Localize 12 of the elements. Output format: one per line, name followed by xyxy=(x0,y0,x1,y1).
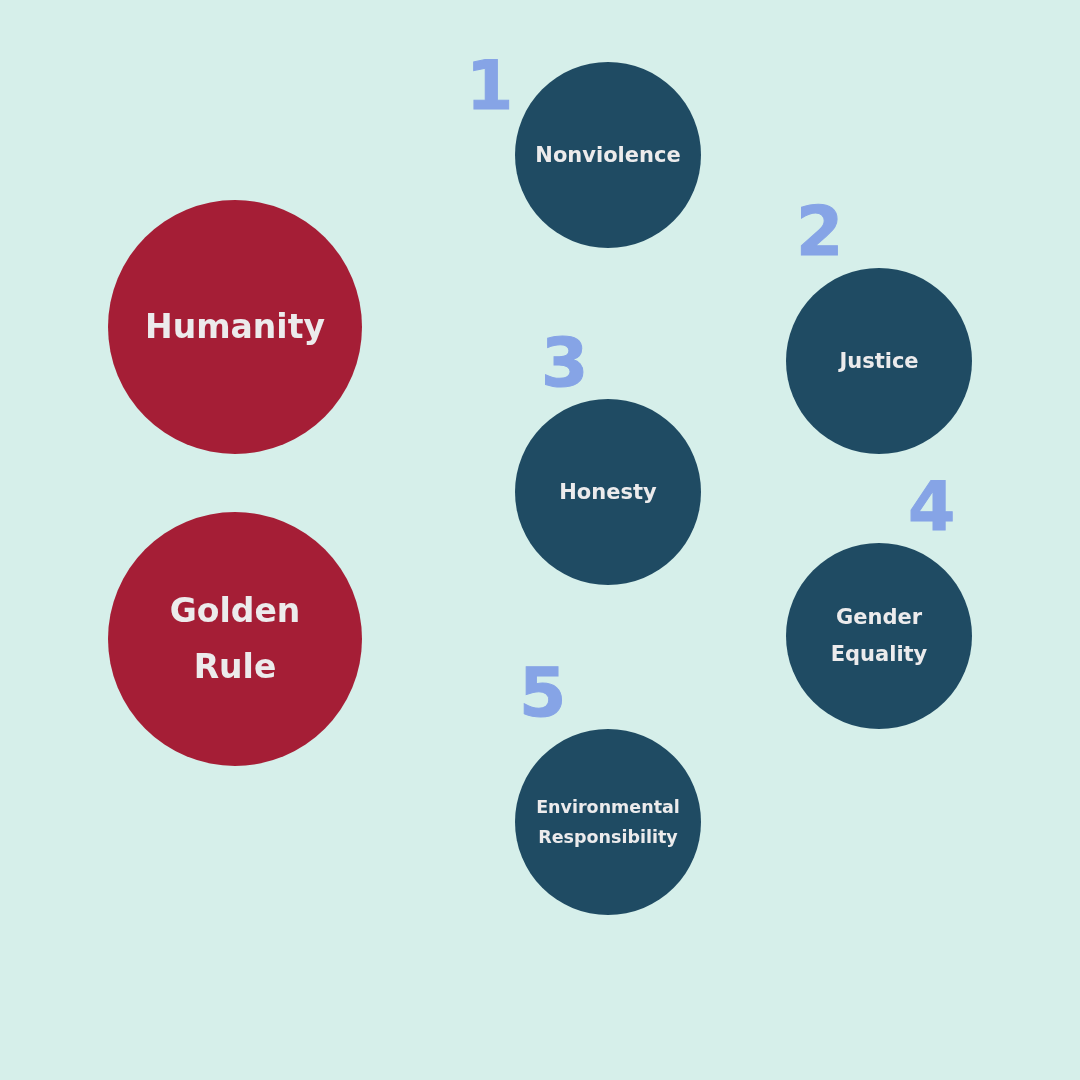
circle-label: Golden Rule xyxy=(168,590,302,688)
circle-label: Gender Equality xyxy=(829,604,929,668)
step-number: 2 xyxy=(796,198,844,266)
circle-label: Nonviolence xyxy=(535,142,681,169)
step-number: 1 xyxy=(466,52,514,120)
circle-label: Humanity xyxy=(145,306,325,348)
circle-label: Environmental Responsibility xyxy=(535,796,681,849)
circle-label: Honesty xyxy=(559,479,657,506)
step-number: 4 xyxy=(908,473,956,541)
step-number: 3 xyxy=(541,329,589,397)
circle-label: Justice xyxy=(839,348,919,375)
step-number: 5 xyxy=(519,659,567,727)
